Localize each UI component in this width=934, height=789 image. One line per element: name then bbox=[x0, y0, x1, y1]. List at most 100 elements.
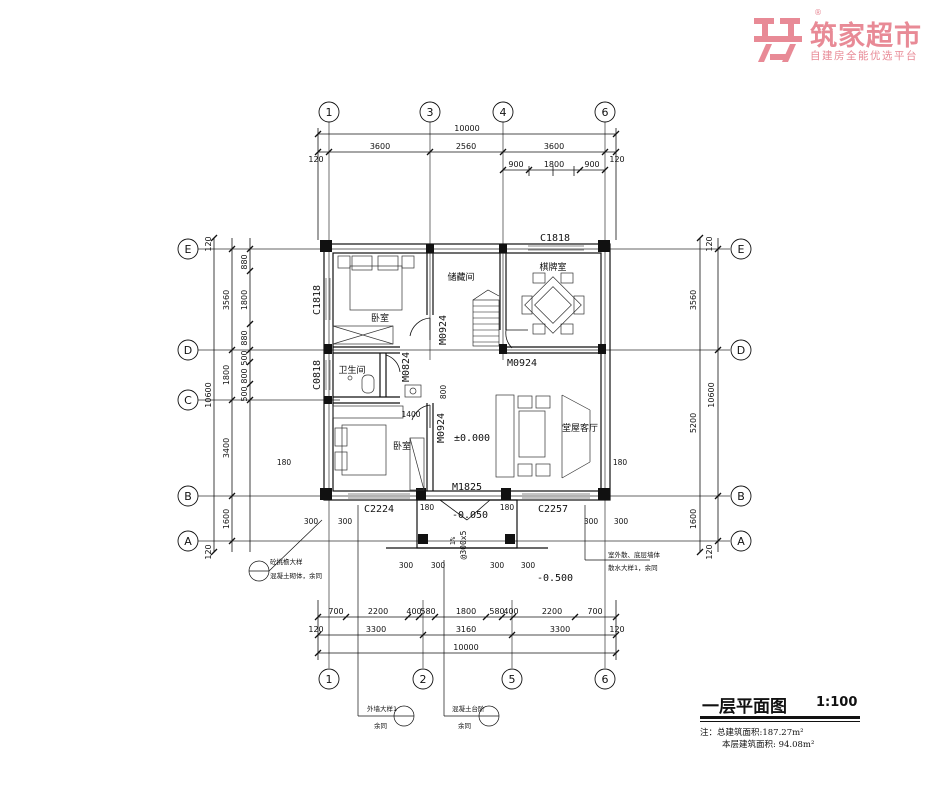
callout-bottom-right-1: 混凝土台阶 bbox=[452, 704, 485, 713]
window-tag-c0818: C0818 bbox=[312, 360, 323, 390]
axis-label-left-a: A bbox=[184, 535, 192, 548]
dimension-lines bbox=[213, 128, 719, 660]
window-tag-c1818-left: C1818 bbox=[312, 285, 323, 315]
callout-bottom-left-2: 余同 bbox=[374, 721, 387, 730]
dim-top-sub-1: 900 bbox=[508, 160, 523, 169]
dim-offset-rb: 120 bbox=[705, 544, 714, 559]
dim-top-3: 3600 bbox=[544, 142, 564, 151]
window-tag-c1818-top: C1818 bbox=[540, 233, 570, 244]
callout-right-1: 室外散、底层墙体 bbox=[608, 550, 661, 559]
dim-bot1-5: 580 bbox=[489, 607, 504, 616]
room-living: 堂屋客厅 bbox=[562, 422, 598, 434]
brand-tagline: 自建房全能优选平台 bbox=[810, 50, 918, 62]
dim-small-300-d: 300 bbox=[614, 517, 629, 526]
dim-left-total: 10600 bbox=[204, 382, 213, 407]
dim-left-inner-2: 880 bbox=[240, 330, 249, 345]
dim-right-0: 3560 bbox=[689, 290, 698, 310]
dim-left-0: 3560 bbox=[222, 290, 231, 310]
dim-right-total: 10600 bbox=[707, 382, 716, 407]
axis-label-left-b: B bbox=[184, 490, 192, 503]
dim-small-180-r: 180 bbox=[613, 458, 628, 467]
dim-left-3: 1600 bbox=[222, 509, 231, 529]
window-tag-c2224: C2224 bbox=[364, 504, 394, 515]
callout-bubbles bbox=[248, 505, 650, 727]
dim-small-300-e: 300 bbox=[399, 561, 414, 570]
axis-label-right-d: D bbox=[737, 344, 745, 357]
dim-small-180-l: 180 bbox=[277, 458, 292, 467]
structural-columns bbox=[320, 240, 610, 544]
brand-mark-icon bbox=[754, 18, 802, 62]
door-tag-m0924-b: M0924 bbox=[507, 358, 537, 369]
axis-label-left-c: C bbox=[184, 394, 192, 407]
dim-right-1: 5200 bbox=[689, 413, 698, 433]
axis-label-bottom-6: 6 bbox=[602, 673, 609, 686]
brand-logo: ® 筑家超市 自建房全能优选平台 bbox=[752, 8, 930, 68]
dim-offset-bl: 120 bbox=[308, 625, 323, 634]
dim-small-180-c: 180 bbox=[420, 503, 435, 512]
dim-offset-tl: 120 bbox=[308, 155, 323, 164]
axis-grid bbox=[198, 122, 730, 668]
level-mark-0: ±0.000 bbox=[454, 433, 490, 444]
axis-label-bottom-2: 2 bbox=[420, 673, 427, 686]
door-tag-m0924-c: M0924 bbox=[436, 413, 447, 443]
door-tag-m0924-a: M0924 bbox=[438, 315, 449, 345]
drawing-scale: 1:100 bbox=[816, 695, 858, 710]
dim-bot2-2: 3300 bbox=[550, 625, 570, 634]
title-underline-thick bbox=[700, 716, 860, 719]
dim-small-300-h: 300 bbox=[521, 561, 536, 570]
slope-note: 1% bbox=[449, 536, 457, 545]
axis-label-top-4: 4 bbox=[500, 106, 507, 119]
dim-bottom-total: 10000 bbox=[453, 643, 478, 652]
dim-offset-lb: 120 bbox=[204, 544, 213, 559]
dim-left-2: 3400 bbox=[222, 438, 231, 458]
dim-bot1-6: 400 bbox=[503, 607, 518, 616]
dim-left-1: 1800 bbox=[222, 365, 231, 385]
dim-small-180-d: 180 bbox=[500, 503, 515, 512]
callout-bottom-right-2: 余同 bbox=[458, 721, 471, 730]
walls bbox=[323, 243, 611, 549]
callout-left-1: 砼挑檐大样 bbox=[270, 557, 303, 566]
window-tag-c2257: C2257 bbox=[538, 504, 568, 515]
furniture bbox=[332, 255, 591, 491]
drawing-title-block: 一层平面图 1:100 注：总建筑面积:187.27m² 本层建筑面积: 94.… bbox=[700, 692, 890, 752]
axis-label-bottom-1: 1 bbox=[326, 673, 333, 686]
door-tag-m0824: M0824 bbox=[401, 352, 412, 382]
door-tag-m1825: M1825 bbox=[452, 482, 482, 493]
title-underline-thin bbox=[700, 721, 860, 722]
axis-label-top-6: 6 bbox=[602, 106, 609, 119]
dim-bot1-4: 1800 bbox=[456, 607, 476, 616]
callout-right-2: 散水大样1，余同 bbox=[608, 563, 658, 572]
drawing-title: 一层平面图 bbox=[702, 697, 787, 717]
axis-label-top-1: 1 bbox=[326, 106, 333, 119]
dim-offset-rt: 120 bbox=[705, 236, 714, 251]
dim-offset-lt: 120 bbox=[204, 236, 213, 251]
axis-label-right-e: E bbox=[738, 243, 745, 256]
dim-small-300-b: 300 bbox=[338, 517, 353, 526]
dim-top-1: 3600 bbox=[370, 142, 390, 151]
dim-small-300-f: 300 bbox=[431, 561, 446, 570]
axis-label-left-e: E bbox=[185, 243, 192, 256]
dim-left-inner-3: 500 bbox=[240, 350, 249, 365]
dim-top-sub-3: 900 bbox=[584, 160, 599, 169]
dim-bot1-1: 2200 bbox=[368, 607, 388, 616]
dim-small-300-a: 300 bbox=[304, 517, 319, 526]
dim-right-2: 1600 bbox=[689, 509, 698, 529]
axis-label-right-b: B bbox=[737, 490, 745, 503]
room-bedroom-top: 卧室 bbox=[371, 312, 389, 324]
axis-label-left-d: D bbox=[184, 344, 192, 357]
area-note-total: 注：总建筑面积:187.27m² bbox=[700, 728, 804, 738]
axis-label-bottom-5: 5 bbox=[509, 673, 516, 686]
axis-bubbles bbox=[177, 101, 752, 690]
room-mahjong: 棋牌室 bbox=[539, 261, 566, 273]
level-mark-500: -0.500 bbox=[537, 573, 573, 584]
dim-small-800: 800 bbox=[439, 385, 448, 400]
staircase bbox=[472, 289, 500, 347]
step-note: @300x5 bbox=[459, 530, 468, 559]
dim-left-inner-4: 800 bbox=[240, 368, 249, 383]
dim-left-inner-0: 880 bbox=[240, 254, 249, 269]
brand-name: 筑家超市 bbox=[810, 21, 922, 52]
dim-bot1-3: 580 bbox=[420, 607, 435, 616]
dim-left-inner-1: 1800 bbox=[240, 290, 249, 310]
doors bbox=[385, 317, 528, 521]
